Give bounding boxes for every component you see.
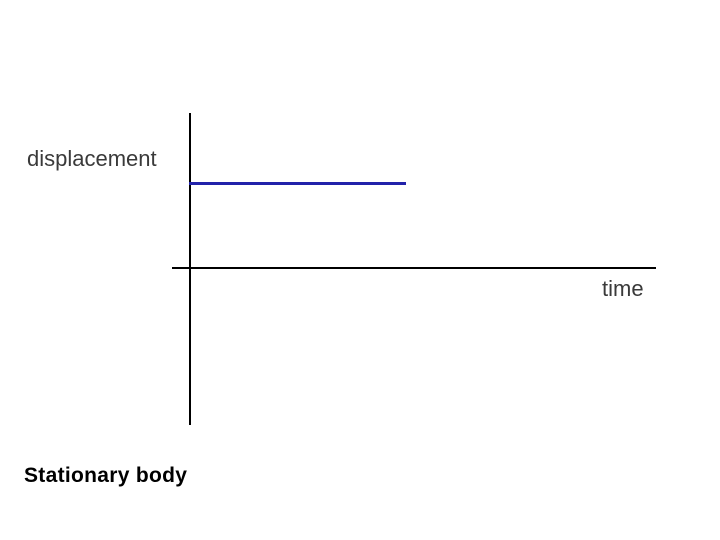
- y-axis-label: displacement: [27, 146, 157, 171]
- y-axis-line: [189, 113, 191, 425]
- x-axis-line: [172, 267, 656, 269]
- displacement-series-line: [189, 182, 406, 185]
- x-axis-label: time: [602, 276, 644, 301]
- slide-caption: Stationary body: [24, 464, 188, 487]
